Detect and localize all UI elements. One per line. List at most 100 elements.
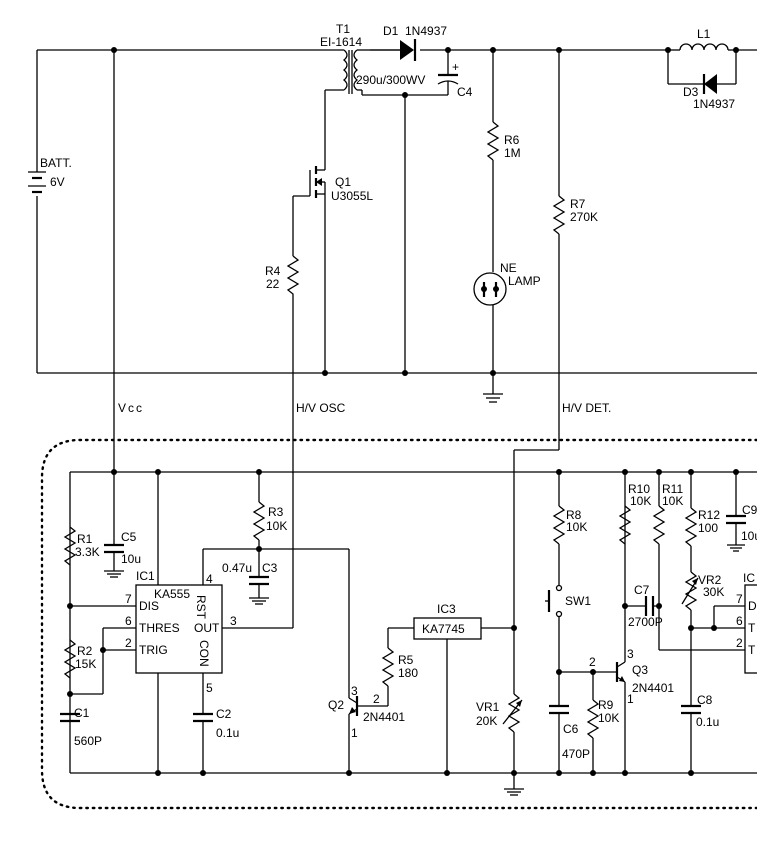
c7-ref: C7: [634, 583, 650, 597]
resistor-r1: R1 3.3K: [63, 526, 100, 566]
r5-ref: R5: [398, 653, 414, 667]
ic1-pin2: 2: [125, 636, 132, 650]
ic1-part: KA555: [154, 587, 190, 601]
r7-ref: R7: [570, 197, 586, 211]
ic1-pin-dis: DIS: [139, 599, 159, 613]
q3-ref: Q3: [632, 663, 648, 677]
r11-value: 10K: [662, 494, 683, 508]
ic1-pin7: 7: [125, 592, 132, 606]
ic2-partial: IC 7 6 2 D T T: [736, 571, 757, 674]
capacitor-c3: 0.47u C3: [222, 549, 278, 605]
t1-ref: T1: [336, 22, 350, 36]
r8-value: 10K: [566, 520, 587, 534]
ic3-ref: IC3: [437, 602, 456, 616]
vr2-value: 30K: [703, 585, 724, 599]
r6-value: 1M: [504, 146, 521, 160]
capacitor-c1: C1 560P: [60, 706, 102, 748]
ic1-ka555: IC1 KA555 DIS THRES TRIG RST OUT CON 7 6…: [125, 569, 237, 695]
ic2-label-t2: T: [748, 643, 756, 657]
ic1-pin4: 4: [206, 572, 213, 586]
q2-pin2: 2: [373, 692, 380, 706]
capacitor-c5: C5 10u: [104, 472, 141, 578]
r11-ref: R11: [662, 482, 683, 496]
transformer-t1: T1 EI-1614: [320, 22, 405, 96]
ic1-pin-rst: RST: [194, 595, 208, 620]
q3-pin3: 3: [627, 647, 634, 661]
r10-value: 10K: [630, 494, 651, 508]
ic3-part: KA7745: [422, 622, 465, 636]
batt-value: 6V: [50, 175, 65, 189]
ic1-pin-out: OUT: [194, 621, 220, 635]
d1-part: 1N4937: [405, 24, 447, 38]
c8-ref: C8: [697, 693, 713, 707]
vr1-value: 20K: [476, 714, 497, 728]
ic3-ka7745: IC3 KA7745: [413, 602, 517, 776]
resistor-r5: R5 180: [381, 627, 418, 706]
r9-value: 10K: [598, 711, 619, 725]
c9-ref: C9: [742, 503, 757, 517]
capacitor-c9: C9 10u: [726, 472, 757, 552]
potentiometer-vr2: VR2 30K: [681, 571, 745, 705]
c9-value: 10u: [741, 529, 757, 543]
battery: BATT. 6V: [28, 156, 72, 194]
c4-plus: +: [452, 60, 459, 74]
ic1-pin6: 6: [125, 614, 132, 628]
neon-lamp: NE LAMP: [473, 261, 541, 373]
c1-value: 560P: [74, 734, 102, 748]
switch-sw1: SW1: [545, 584, 591, 672]
r4-value: 22: [266, 277, 280, 291]
r10-ref: R10: [628, 482, 650, 496]
batt-ref: BATT.: [40, 156, 72, 170]
capacitor-c4: + 290u/300WV C4: [356, 47, 473, 99]
c6-ref: C6: [563, 722, 579, 736]
q3-part: 2N4401: [632, 681, 674, 695]
r12-ref: R12: [698, 508, 720, 522]
mosfet-q1: Q1 U3055L: [292, 90, 373, 376]
capacitor-c8: C8 0.1u: [681, 693, 719, 776]
diode-d1: D1 1N4937: [370, 24, 447, 61]
r3-ref: R3: [268, 505, 284, 519]
r2-ref: R2: [77, 644, 93, 658]
c8-value: 0.1u: [696, 715, 719, 729]
r7-value: 270K: [570, 210, 598, 224]
ne-ref: NE: [500, 261, 517, 275]
resistor-r6: R6 1M: [486, 47, 521, 272]
ic1-pin3: 3: [230, 614, 237, 628]
d1-ref: D1: [383, 24, 399, 38]
l1-ref: L1: [697, 27, 711, 41]
r1-value: 3.3K: [75, 545, 100, 559]
q2-pin1: 1: [351, 726, 358, 740]
resistor-r4: R4 22: [265, 255, 300, 628]
resistor-r12: R12 100: [684, 472, 720, 572]
r2-value: 15K: [75, 657, 96, 671]
ic2-pin6: 6: [736, 614, 743, 628]
resistor-r3: R3 10K: [252, 472, 287, 549]
c6-value: 470P: [562, 747, 590, 761]
c2-ref: C2: [216, 707, 232, 721]
ic2-pin2: 2: [736, 636, 743, 650]
transistor-q2: Q2 2N4401 3 2 1: [328, 549, 405, 776]
q1-part: U3055L: [331, 189, 373, 203]
d3-ref: D3: [683, 85, 699, 99]
ground-top: [483, 370, 503, 403]
r6-ref: R6: [504, 133, 520, 147]
capacitor-c2: C2 0.1u: [193, 673, 239, 776]
sw1-ref: SW1: [565, 594, 591, 608]
r3-value: 10K: [266, 519, 287, 533]
r9-ref: R9: [598, 698, 614, 712]
ic1-pin5: 5: [206, 681, 213, 695]
c5-value: 10u: [121, 552, 141, 566]
q2-pin3: 3: [351, 684, 358, 698]
r4-ref: R4: [265, 264, 281, 278]
diode-d3: D3 1N4937: [667, 47, 739, 111]
resistor-r9: R9 10K: [586, 669, 619, 776]
q1-ref: Q1: [335, 175, 351, 189]
ic1-pin-trig: TRIG: [139, 643, 168, 657]
c1-ref: C1: [74, 706, 90, 720]
vr2-ref: VR2: [698, 573, 722, 587]
q2-ref: Q2: [328, 698, 344, 712]
q3-pin2: 2: [589, 655, 596, 669]
ic1-ref: IC1: [136, 569, 155, 583]
c2-value: 0.1u: [216, 726, 239, 740]
